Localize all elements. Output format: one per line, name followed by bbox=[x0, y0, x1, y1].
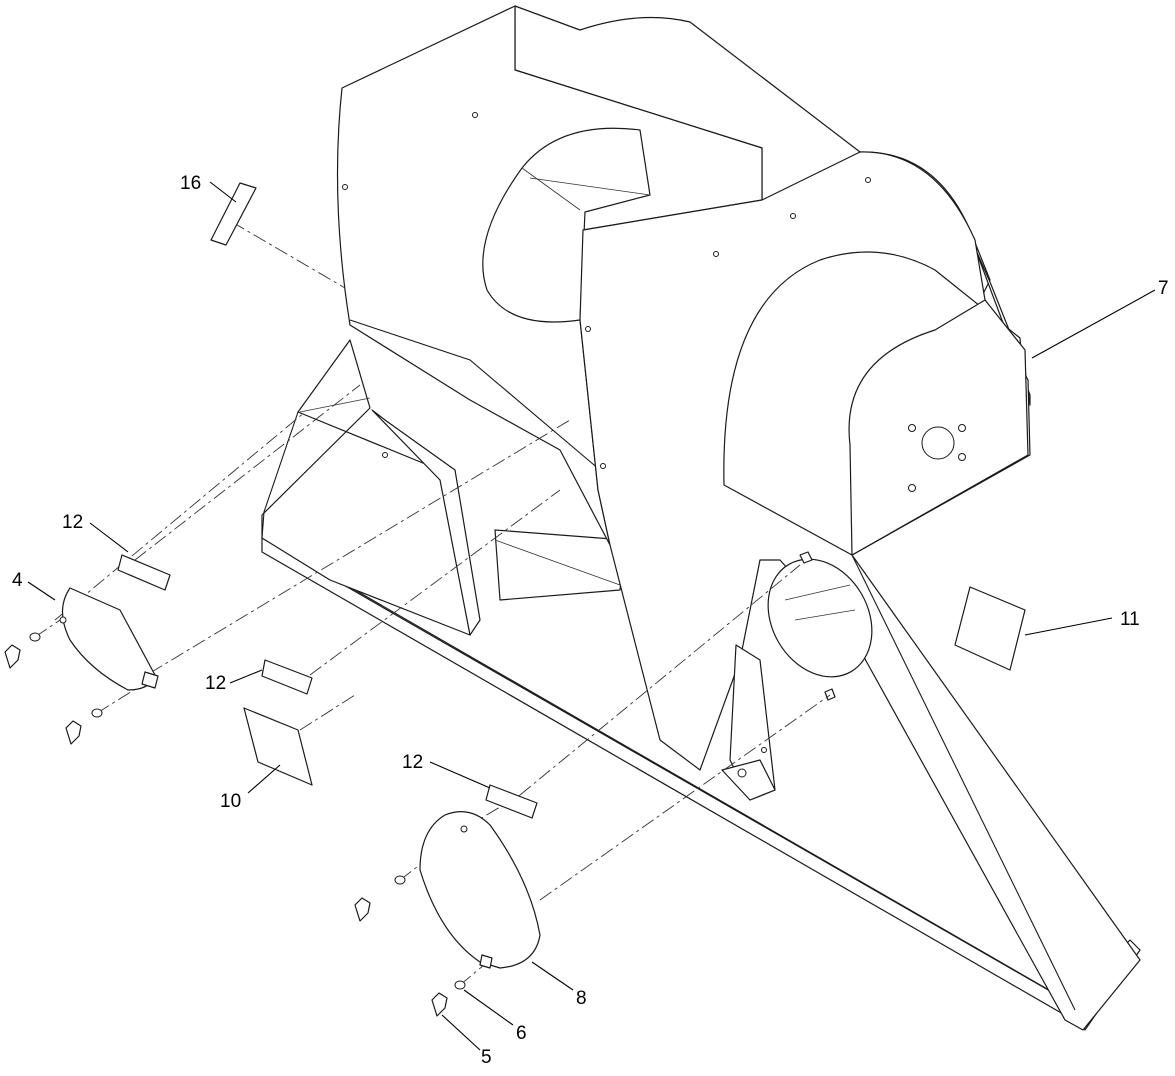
decal-16 bbox=[210, 182, 257, 246]
left-chute-panel bbox=[336, 5, 763, 546]
cover-4 bbox=[59, 587, 159, 691]
callout-11: 11 bbox=[1120, 609, 1140, 630]
decal-12-middle bbox=[261, 659, 313, 695]
decal-11 bbox=[954, 586, 1026, 671]
callout-12-upper: 12 bbox=[62, 512, 83, 533]
callout-12-lower: 12 bbox=[402, 752, 423, 773]
callout-10: 10 bbox=[220, 791, 241, 812]
callout-5: 5 bbox=[481, 1047, 492, 1068]
callout-8: 8 bbox=[576, 988, 587, 1009]
assembly-centerlines bbox=[34, 221, 831, 986]
discharge-opening bbox=[767, 558, 873, 678]
callout-16: 16 bbox=[180, 173, 201, 194]
callout-6: 6 bbox=[516, 1023, 527, 1044]
decal-12-upper bbox=[117, 554, 171, 591]
callout-4: 4 bbox=[12, 570, 23, 591]
mount-bracket bbox=[721, 644, 776, 801]
decal-10 bbox=[243, 707, 313, 786]
decal-12-lower bbox=[485, 784, 538, 819]
callout-12-middle: 12 bbox=[205, 673, 226, 694]
wing-nuts bbox=[4, 644, 448, 1017]
washers bbox=[29, 632, 466, 990]
left-hopper-side bbox=[261, 339, 626, 636]
cover-8 bbox=[419, 811, 541, 969]
callout-labels: 16 7 12 4 12 10 11 12 8 6 5 bbox=[12, 173, 1169, 1068]
callout-7: 7 bbox=[1158, 278, 1169, 299]
leader-lines bbox=[27, 181, 1156, 1051]
